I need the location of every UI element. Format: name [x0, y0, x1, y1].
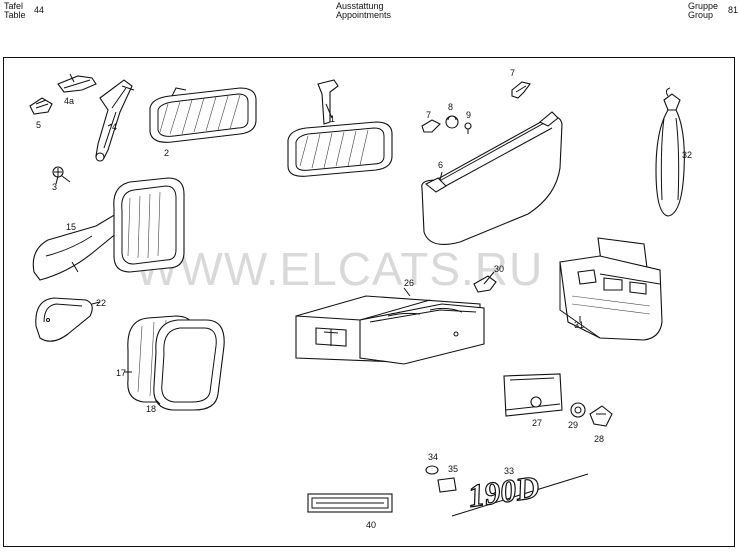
gruppe-label: Gruppe	[688, 1, 719, 11]
header-left: Tafel Table 44	[4, 1, 44, 20]
part-34-ring	[425, 465, 439, 475]
label-40: 40	[366, 520, 376, 530]
label-3: 3	[52, 182, 57, 192]
group-label: Group	[688, 10, 714, 20]
part-7-visor-clip	[421, 119, 441, 133]
part-40-data-plate	[307, 493, 393, 513]
part-33-emblem-190d: 190D	[451, 468, 589, 517]
part-4a-bracket	[57, 73, 97, 93]
diagram-frame	[3, 57, 735, 547]
part-31-ashtray	[559, 237, 663, 341]
part-6-sun-visor	[421, 111, 563, 245]
watermark: WWW.ELCATS.RU	[135, 243, 543, 295]
part-5-clip	[29, 97, 53, 115]
part-18-mirror-frame	[153, 319, 225, 411]
label-29: 29	[568, 420, 578, 430]
part-9-screw	[464, 122, 472, 134]
part-35-badge	[437, 477, 457, 493]
part-1-rearview-mirror	[287, 79, 393, 177]
label-7-top: 7	[510, 68, 515, 78]
part-15-exterior-mirror	[32, 177, 185, 281]
label-7: 7	[426, 110, 431, 120]
label-31: 31	[574, 320, 584, 330]
part-30-clip	[473, 275, 497, 293]
part-3-screw	[52, 166, 71, 183]
part-27-glovebox-lid	[503, 373, 563, 417]
label-27: 27	[532, 418, 542, 428]
label-6: 6	[438, 160, 443, 170]
part-22-mirror-glass	[35, 297, 93, 342]
label-1: 1	[330, 114, 335, 124]
label-28: 28	[594, 434, 604, 444]
title-de: Ausstattung	[336, 1, 384, 11]
label-33: 33	[504, 466, 514, 476]
label-15: 15	[66, 222, 76, 232]
label-32: 32	[682, 150, 692, 160]
leader-lines	[55, 103, 581, 405]
part-32-grab-strap	[655, 87, 685, 217]
table-label: Table	[4, 10, 26, 20]
table-number: 44	[34, 5, 45, 15]
part-8-visor-ball	[445, 115, 459, 129]
label-26: 26	[404, 278, 414, 288]
label-4a: 4a	[64, 96, 74, 106]
part-29-knob	[570, 402, 586, 418]
part-7-hook-top	[511, 81, 531, 99]
label-8: 8	[448, 102, 453, 112]
part-4-mirror-arm	[95, 79, 135, 162]
label-30: 30	[494, 264, 504, 274]
label-18: 18	[146, 404, 156, 414]
label-4: 4	[112, 122, 117, 132]
label-22: 22	[96, 298, 106, 308]
title-en: Appointments	[336, 10, 392, 20]
tafel-label: Tafel	[4, 1, 24, 11]
label-9: 9	[466, 110, 471, 120]
group-number: 81	[728, 5, 739, 15]
part-26-first-aid-box	[295, 295, 485, 365]
part-28-lock	[589, 405, 613, 427]
label-5: 5	[36, 120, 41, 130]
label-17: 17	[116, 368, 126, 378]
header-right: Gruppe Group 81	[688, 1, 738, 20]
header-center: Ausstattung Appointments	[336, 2, 391, 20]
part-2-rearview-mirror	[149, 87, 257, 143]
label-35: 35	[448, 464, 458, 474]
label-2: 2	[164, 148, 169, 158]
label-34: 34	[428, 452, 438, 462]
